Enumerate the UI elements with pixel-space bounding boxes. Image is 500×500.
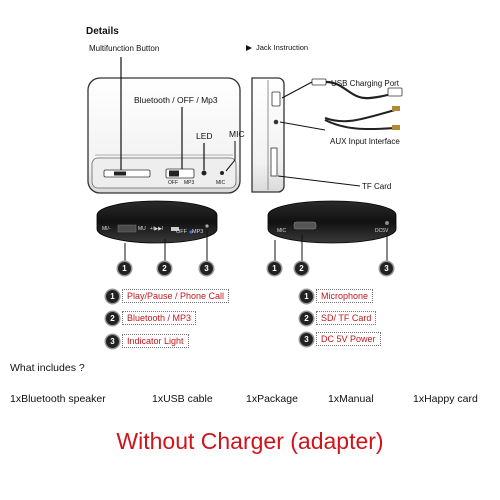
legend-right-text-2: SD/ TF Card <box>316 311 377 325</box>
legend-left-text-2: Bluetooth / MP3 <box>122 311 197 325</box>
bottom-mp3-label: MP3 <box>192 229 204 235</box>
legend-right-num-1: 1 <box>300 289 313 303</box>
legend-right-item: 3 DC 5V Power <box>300 332 381 346</box>
multifunction-button-label: Multifunction Button <box>89 44 160 53</box>
badge-left-2: 2 <box>158 262 171 275</box>
details-heading: Details <box>86 26 119 37</box>
led-label: LED <box>196 131 213 141</box>
includes-item-happy-card: 1xHappy card <box>413 393 478 405</box>
mic-small-label: MIC <box>216 180 226 186</box>
legend-left-num-3: 3 <box>106 334 119 348</box>
legend-right-item: 2 SD/ TF Card <box>300 311 377 325</box>
legend-right-item: 1 Microphone <box>300 289 374 303</box>
legend-left-item: 2 Bluetooth / MP3 <box>106 311 197 325</box>
speaker-front-view <box>87 57 241 194</box>
bottom-view-left <box>96 200 218 262</box>
without-charger-note: Without Charger (adapter) <box>116 428 384 454</box>
switch-mp3-label: MP3 <box>184 180 195 186</box>
m-minus-label: MI/- <box>102 226 111 232</box>
multifunction-button <box>103 169 151 178</box>
jack-arrow-icon <box>246 45 252 51</box>
legend-left-text-1: Play/Pause / Phone Call <box>122 289 230 303</box>
plus-label: +/▶▶I <box>150 226 164 232</box>
usb-cable-icon <box>311 78 403 100</box>
bottom-view-right <box>267 200 397 262</box>
includes-item-package: 1xPackage <box>246 393 298 405</box>
legend-right-num-3: 3 <box>300 332 313 346</box>
legend-right-text-1: Microphone <box>316 289 374 303</box>
badge-left-3: 3 <box>200 262 213 275</box>
includes-item-manual: 1xManual <box>328 393 374 405</box>
includes-title: What includes ? <box>10 362 85 374</box>
tf-card-label: TF Card <box>362 182 392 191</box>
mic-label: MIC <box>229 129 245 139</box>
aux-cable-icon <box>324 106 400 131</box>
bottom-mic-label: MIC <box>277 228 287 234</box>
badge-right-2: 2 <box>295 262 308 275</box>
usb-port <box>271 91 281 107</box>
legend-left-item: 1 Play/Pause / Phone Call <box>106 289 230 303</box>
includes-item-speaker: 1xBluetooth speaker <box>10 393 106 405</box>
bluetooth-off-mp3-label: Bluetooth / OFF / Mp3 <box>134 95 218 105</box>
led-dot <box>201 170 207 176</box>
legend-right-text-3: DC 5V Power <box>316 332 381 346</box>
legend-left-num-2: 2 <box>106 311 119 325</box>
includes-item-usb-cable: 1xUSB cable <box>152 393 213 405</box>
badge-left-1: 1 <box>118 262 131 275</box>
legend-left-num-1: 1 <box>106 289 119 303</box>
aux-label: AUX Input Interface <box>330 137 400 146</box>
legend-right-num-2: 2 <box>300 311 313 325</box>
tf-slot <box>270 147 278 177</box>
speaker-side-view <box>251 77 361 193</box>
aux-port <box>273 119 279 125</box>
legend-left-item: 3 Indicator Light <box>106 334 189 348</box>
dc-label: DC5V <box>375 228 389 234</box>
mic-dot <box>220 171 224 175</box>
bottom-off-label: OFF <box>176 229 187 235</box>
switch-off-label: OFF <box>168 180 178 186</box>
usb-port-label: USB Charging Port <box>331 79 400 88</box>
jack-instruction-heading: Jack Instruction <box>256 43 309 52</box>
legend-left-text-3: Indicator Light <box>122 334 189 348</box>
badge-right-3: 3 <box>380 262 393 275</box>
mu-label: MU <box>138 226 146 232</box>
badge-right-1: 1 <box>268 262 281 275</box>
